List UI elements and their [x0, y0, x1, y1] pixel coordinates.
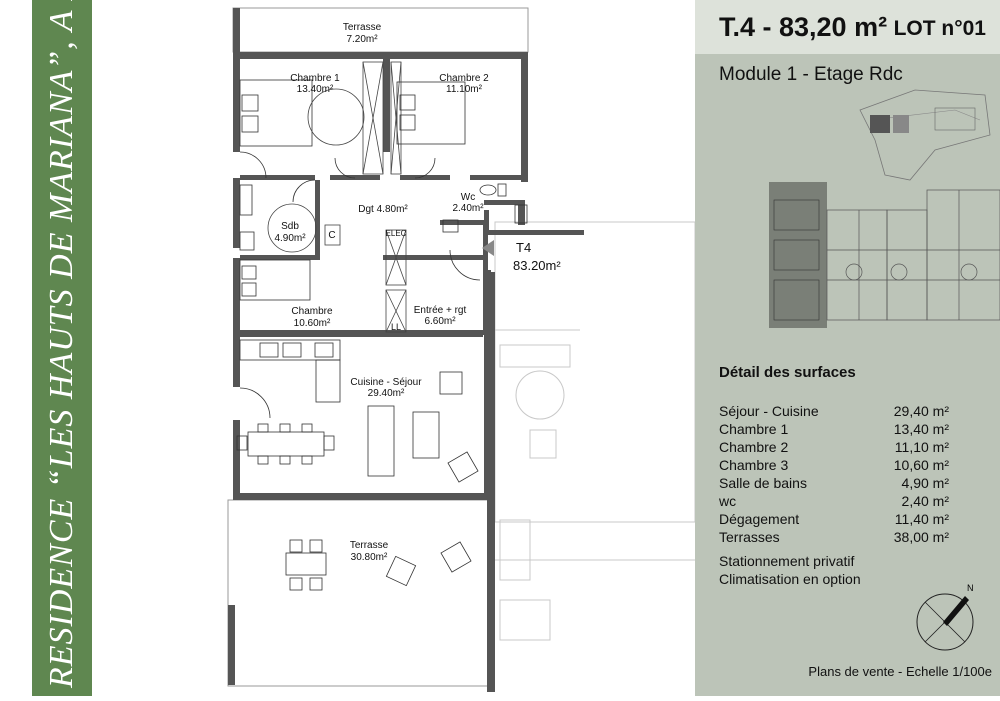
compass-icon: N	[916, 583, 974, 651]
header-bar: T.4 - 83,20 m² LOT n°01	[695, 0, 1000, 54]
info-panel: T.4 - 83,20 m² LOT n°01 Module 1 - Etage…	[695, 0, 1000, 696]
doors	[239, 151, 481, 419]
living-furniture	[367, 371, 479, 483]
closets	[324, 61, 407, 333]
surface-value: 2,40 m²	[901, 493, 949, 509]
surface-value: 11,40 m²	[894, 511, 949, 527]
bathroom-fixtures	[239, 183, 528, 251]
surface-label: Chambre 1	[719, 421, 789, 437]
module-label: Module 1 - Etage Rdc	[719, 64, 903, 85]
kitchen	[239, 339, 341, 403]
room-labels: Terrasse 7.20m² Chambre 1 13.40m² Chambr…	[274, 22, 561, 563]
unit-name: T4	[516, 240, 531, 255]
turning-circles	[267, 88, 365, 253]
bottom-terrace-outline	[227, 499, 491, 687]
surface-value: 10,60 m²	[893, 457, 949, 473]
compass-north-label: N	[967, 583, 974, 593]
terrasse-bottom-area: 30.80m²	[351, 552, 388, 563]
surface-row: Séjour - Cuisine 29,40 m²	[719, 402, 949, 420]
dining-table	[236, 423, 335, 465]
notes: Stationnement privatif Climatisation en …	[719, 552, 861, 588]
surface-row: wc 2,40 m²	[719, 492, 949, 510]
chambre1-name: Chambre 1	[290, 73, 340, 84]
surface-value: 29,40 m²	[893, 403, 949, 419]
surface-row: Chambre 1 13,40 m²	[719, 420, 949, 438]
surface-label: Terrasses	[719, 529, 780, 545]
surface-value: 38,00 m²	[893, 529, 949, 545]
terrasse-top-name: Terrasse	[343, 22, 382, 33]
residence-name: RESIDENCE “LES HAUTS DE MARIANA”, A LUCC…	[43, 0, 80, 688]
cuisine-name: Cuisine - Séjour	[350, 377, 422, 388]
surface-row: Chambre 2 11,10 m²	[719, 438, 949, 456]
chambre2-name: Chambre 2	[439, 73, 489, 84]
facade-column	[487, 272, 495, 692]
surfaces-table: Séjour - Cuisine 29,40 m² Chambre 1 13,40 …	[719, 402, 949, 546]
surface-label: Salle de bains	[719, 475, 807, 491]
surface-row: Chambre 3 10,60 m²	[719, 456, 949, 474]
cuisine-area: 29.40m²	[368, 388, 405, 399]
unit-title: T.4 - 83,20 m²	[719, 12, 888, 42]
surface-row: Terrasses 38,00 m²	[719, 528, 949, 546]
residence-band: RESIDENCE “LES HAUTS DE MARIANA”, A LUCC…	[32, 0, 92, 696]
beds	[239, 79, 466, 301]
wc-area: 2.40m²	[452, 203, 484, 214]
surface-value: 4,90 m²	[901, 475, 949, 491]
note-aircon: Climatisation en option	[719, 571, 861, 587]
entry-arrow	[482, 240, 494, 256]
chambre-area: 10.60m²	[294, 318, 331, 329]
surface-label: Dégagement	[719, 511, 800, 527]
lot-number: LOT n°01	[893, 17, 986, 40]
site-minimap	[859, 89, 991, 181]
ll-label: LL	[391, 322, 401, 332]
entree-name: Entrée + rgt	[414, 305, 467, 316]
surface-label: Séjour - Cuisine	[719, 403, 819, 419]
neighbour-plan	[494, 221, 696, 641]
chambre-name: Chambre	[291, 306, 333, 317]
chambre1-area: 13.40m²	[297, 84, 334, 95]
building-keyplan	[769, 182, 1000, 328]
terrasse-top-area: 7.20m²	[346, 34, 378, 45]
surfaces-title: Détail des surfaces	[719, 364, 856, 381]
floor-plan: Terrasse 7.20m² Chambre 1 13.40m² Chambr…	[100, 0, 696, 696]
chambre2-area: 11.10m²	[446, 84, 483, 95]
sdb-name: Sdb	[281, 221, 299, 232]
elec-label: ELEC	[386, 229, 407, 238]
walls	[233, 52, 584, 500]
terrasse-bottom-name: Terrasse	[350, 540, 389, 551]
c-label: C	[328, 230, 335, 241]
surface-value: 11,10 m²	[894, 439, 949, 455]
surface-label: wc	[719, 493, 737, 509]
surface-label: Chambre 2	[719, 439, 789, 455]
unit-area: 83.20m²	[513, 258, 561, 273]
dgt-label: Dgt 4.80m²	[358, 204, 408, 215]
surface-value: 13,40 m²	[893, 421, 949, 437]
entree-area: 6.60m²	[424, 316, 456, 327]
surface-row: Dégagement 11,40 m²	[719, 510, 949, 528]
sdb-area: 4.90m²	[274, 233, 306, 244]
wc-name: Wc	[461, 192, 475, 203]
scale-footer: Plans de vente - Echelle 1/100e	[808, 664, 992, 679]
surface-row: Salle de bains 4,90 m²	[719, 474, 949, 492]
surface-label: Chambre 3	[719, 457, 789, 473]
terrace-furniture	[285, 539, 472, 591]
note-parking: Stationnement privatif	[719, 553, 855, 569]
